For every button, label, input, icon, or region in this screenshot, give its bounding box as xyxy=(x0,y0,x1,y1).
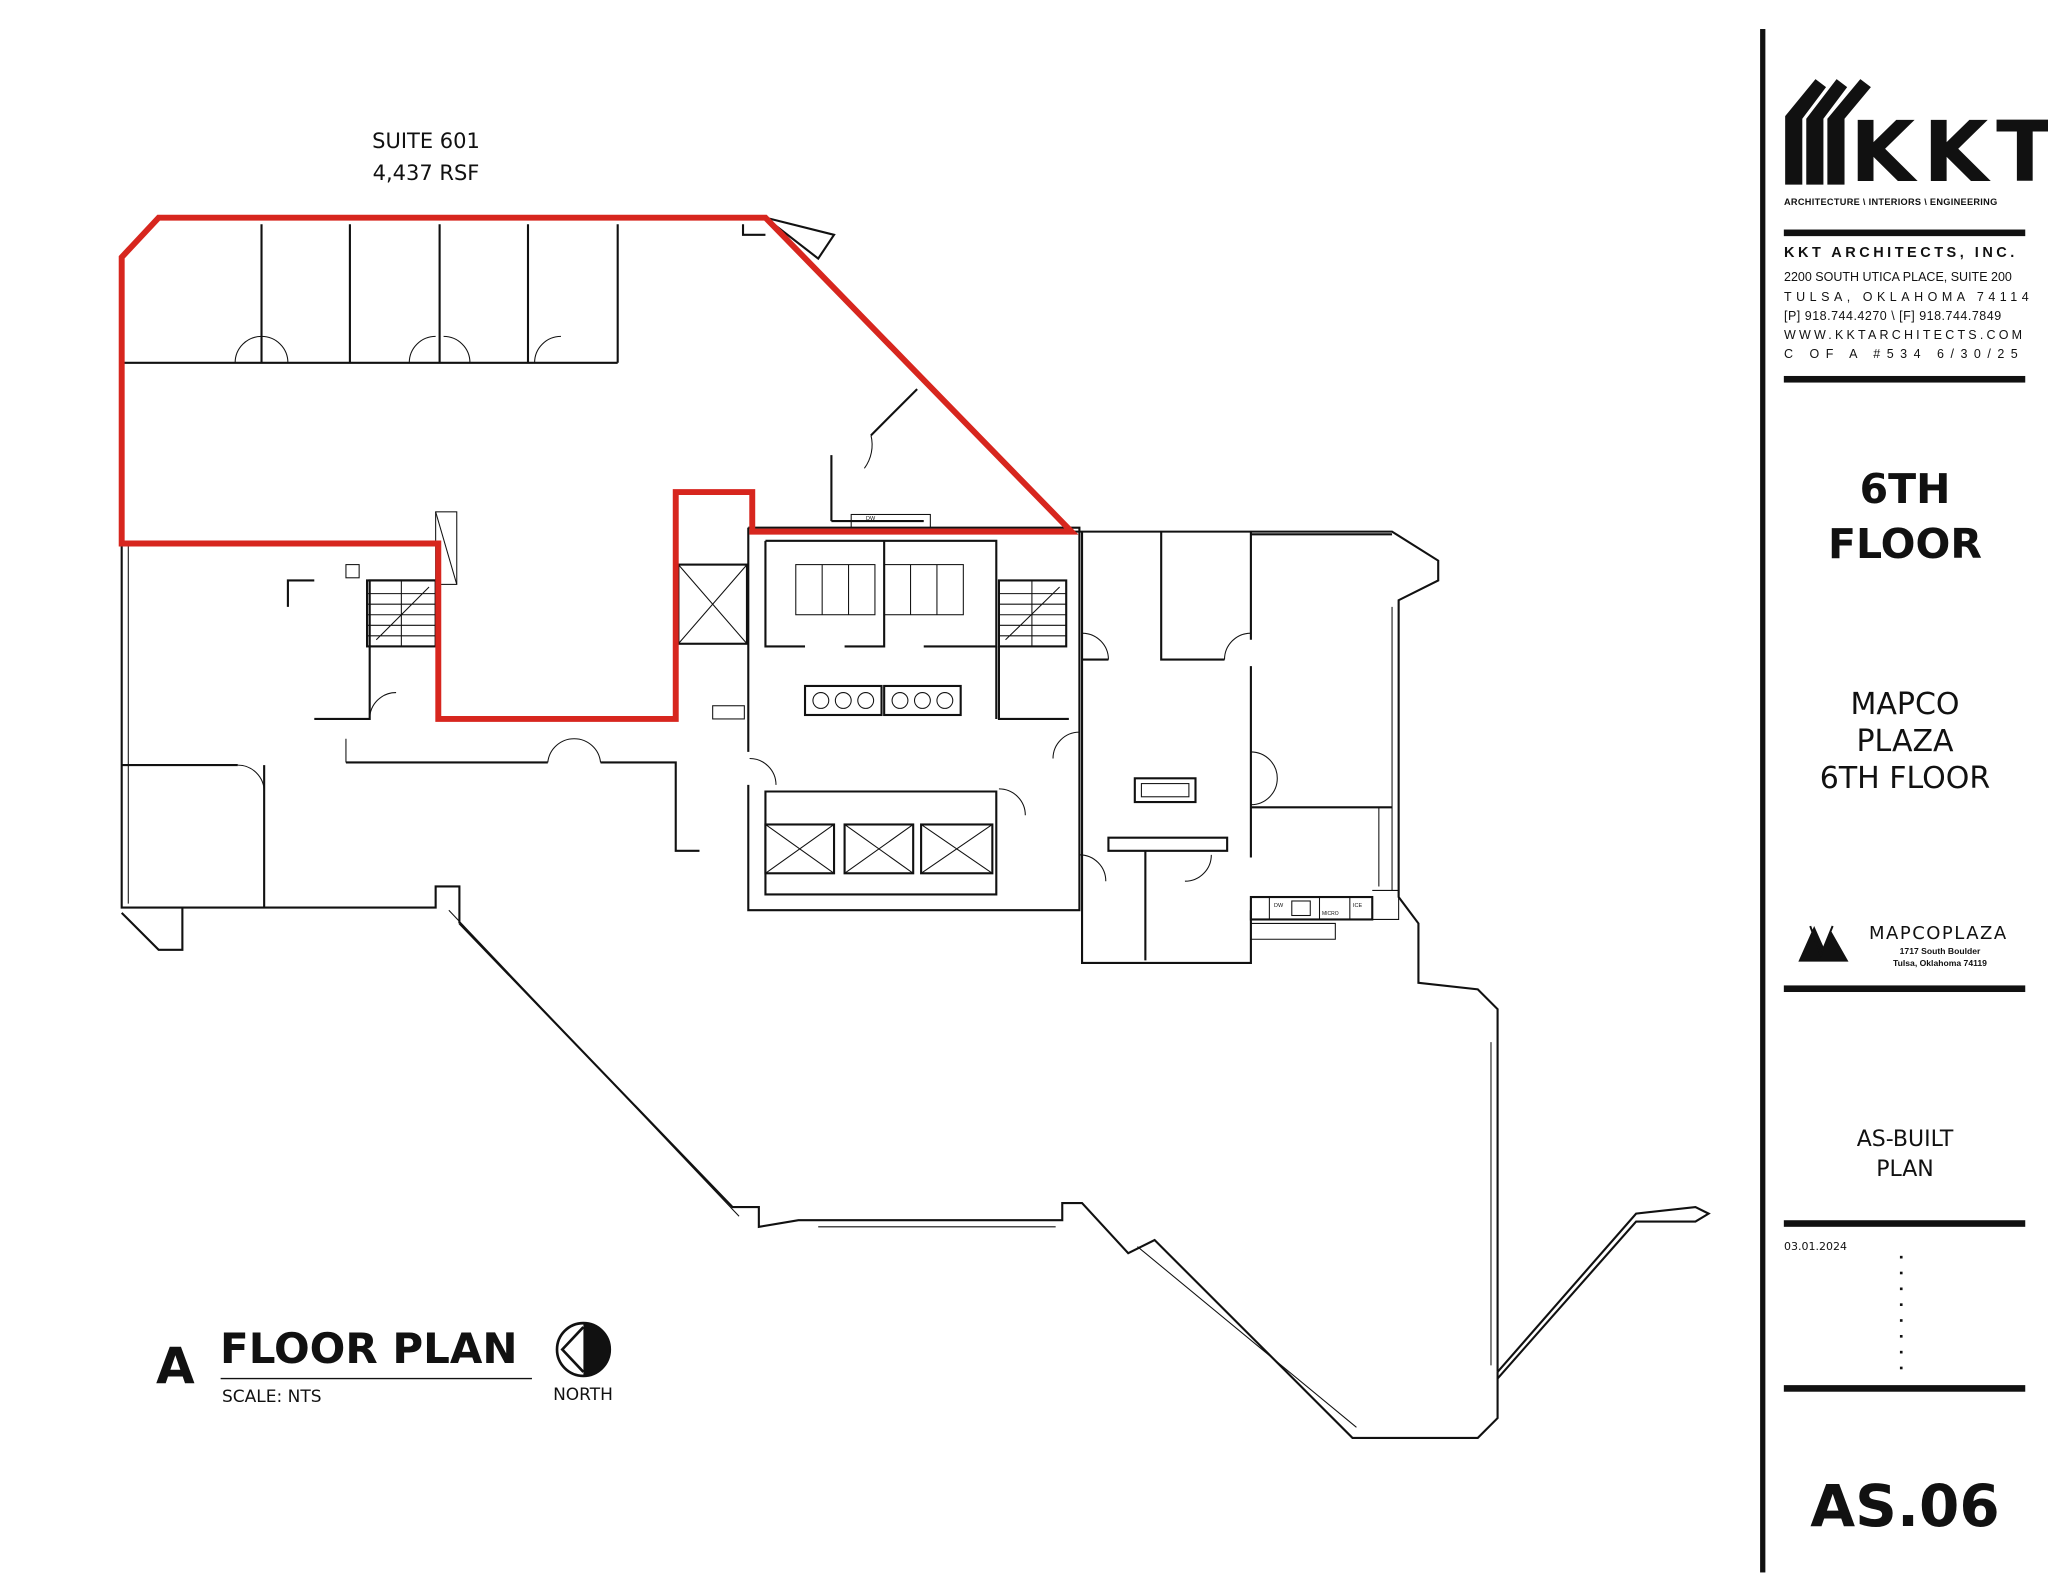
drawing-letter: A xyxy=(156,1337,195,1395)
issue-date: 03.01.2024 xyxy=(1784,1240,1847,1253)
kkt-logo-stripes xyxy=(1785,79,1871,185)
mapco-address-1: 1717 South Boulder xyxy=(1899,946,1981,956)
suite-area: 4,437 RSF xyxy=(372,161,480,185)
sheet-number: AS.06 xyxy=(1810,1472,2000,1540)
micro-label: MICRO xyxy=(1322,911,1339,917)
elevators xyxy=(764,823,994,875)
floor-line-2: FLOOR xyxy=(1828,520,1982,568)
sheet-title-line-2: PLAN xyxy=(1876,1157,1934,1182)
address-line-2: TULSA, OKLAHOMA 74114 xyxy=(1784,290,2034,304)
dw-label-core: DW xyxy=(866,516,876,522)
stair-east xyxy=(997,579,1069,721)
cert-of-authority: C OF A #534 6/30/25 xyxy=(1784,347,2025,361)
project-line-3: 6TH FLOOR xyxy=(1819,761,1991,796)
east-rooms xyxy=(1079,531,1393,965)
ice-label: ICE xyxy=(1353,903,1363,909)
address-line-1: 2200 SOUTH UTICA PLACE, SUITE 200 xyxy=(1784,270,2012,284)
floor-plan xyxy=(118,214,1711,1439)
kkt-tagline: ARCHITECTURE \ INTERIORS \ ENGINEERING xyxy=(1784,197,1998,207)
phone-fax: [P] 918.744.4270 \ [F] 918.744.7849 xyxy=(1784,309,2002,323)
north-offices xyxy=(121,224,924,523)
drawing-scale: SCALE: NTS xyxy=(222,1387,322,1407)
building-core xyxy=(674,492,1081,912)
dw-label: DW xyxy=(1274,903,1284,909)
mapco-address-2: Tulsa, Oklahoma 74119 xyxy=(1893,958,1987,968)
project-line-1: MAPCO xyxy=(1850,687,1960,722)
stair-west xyxy=(365,579,437,648)
north-arrow-icon xyxy=(555,1321,612,1378)
west-rooms xyxy=(121,511,700,908)
mapco-plaza-logo-text: MAPCOPLAZA xyxy=(1869,923,2008,944)
suite-name: SUITE 601 xyxy=(372,129,480,153)
sheet-title-line-1: AS-BUILT xyxy=(1856,1127,1954,1152)
revision-dots xyxy=(1899,1255,1903,1370)
title-block-graphics xyxy=(1760,29,2026,1573)
drawing-title-graphics xyxy=(220,1321,612,1380)
kkt-logo-text: KKT xyxy=(1850,103,2048,201)
website: WWW.KKTARCHITECTS.COM xyxy=(1784,328,2026,342)
suite-601-outline[interactable] xyxy=(118,214,1079,722)
north-label: NORTH xyxy=(553,1385,613,1405)
mapco-plaza-logo-mark xyxy=(1798,925,1849,962)
drawing-title-text: FLOOR PLAN xyxy=(220,1324,518,1373)
floor-line-1: 6TH xyxy=(1859,465,1951,513)
building-shell xyxy=(120,216,1711,1439)
project-line-2: PLAZA xyxy=(1856,724,1954,759)
firm-name: KKT ARCHITECTS, INC. xyxy=(1784,245,2018,261)
kitchenette xyxy=(1249,889,1400,940)
